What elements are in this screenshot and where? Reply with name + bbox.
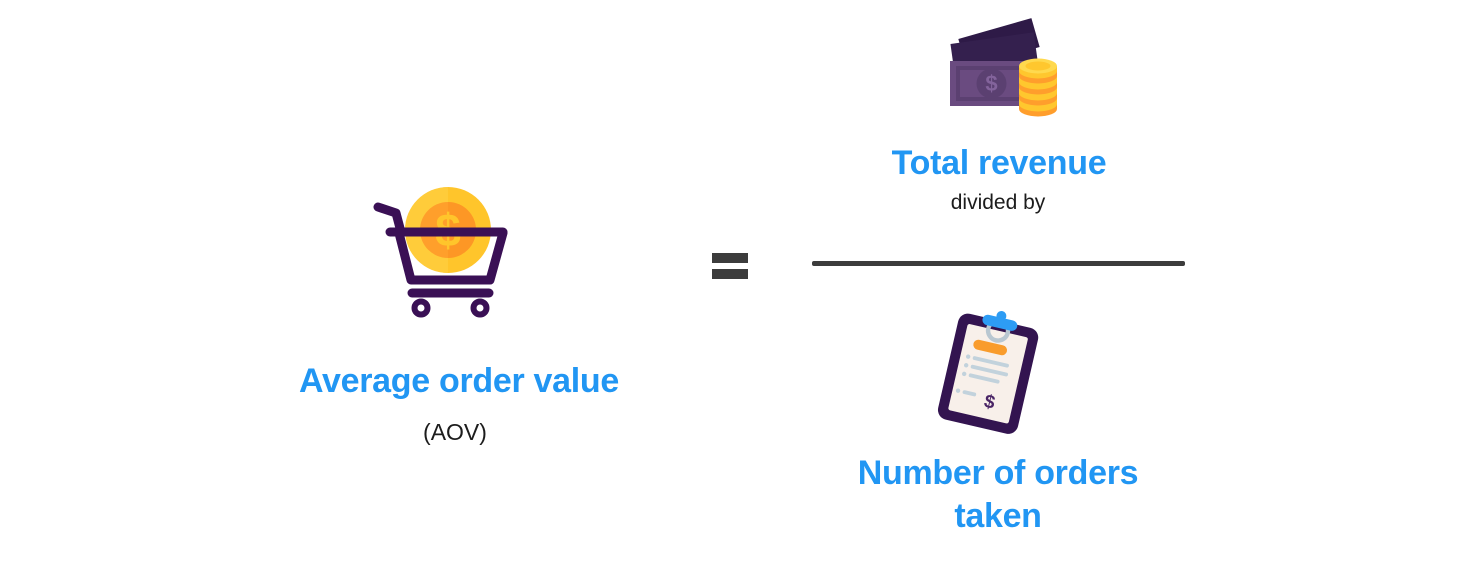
cart-outline	[373, 202, 508, 298]
banknote-stack: $	[950, 18, 1040, 106]
clip-bar	[982, 314, 1018, 331]
banknotes-coins-icon: $	[950, 18, 1057, 117]
cart-wheel-right	[470, 298, 490, 318]
paper-list-bullets	[955, 354, 971, 393]
clipboard-paper	[948, 324, 1028, 424]
divided-by-label: divided by	[950, 191, 1046, 214]
equals-sign: =	[712, 253, 748, 279]
equals-bar-bottom	[712, 269, 748, 279]
paper-list-lines	[962, 356, 1009, 397]
coin-stack	[1019, 58, 1057, 117]
equals-bar-top	[712, 253, 748, 263]
shopping-cart-coin-icon: $	[373, 187, 508, 318]
average-order-value-label: Average order value	[299, 362, 619, 400]
aov-abbreviation-label: (AOV)	[423, 419, 487, 445]
total-revenue-label: Total revenue	[891, 144, 1107, 182]
paper-title-bar	[973, 339, 1008, 356]
clipboard-orders-icon: $	[928, 299, 1053, 442]
banknote-dollar-symbol: $	[985, 71, 997, 96]
fraction-line	[812, 261, 1185, 266]
number-of-orders-label: Number of orders taken	[857, 454, 1139, 535]
cart-wheel-left	[411, 298, 431, 318]
